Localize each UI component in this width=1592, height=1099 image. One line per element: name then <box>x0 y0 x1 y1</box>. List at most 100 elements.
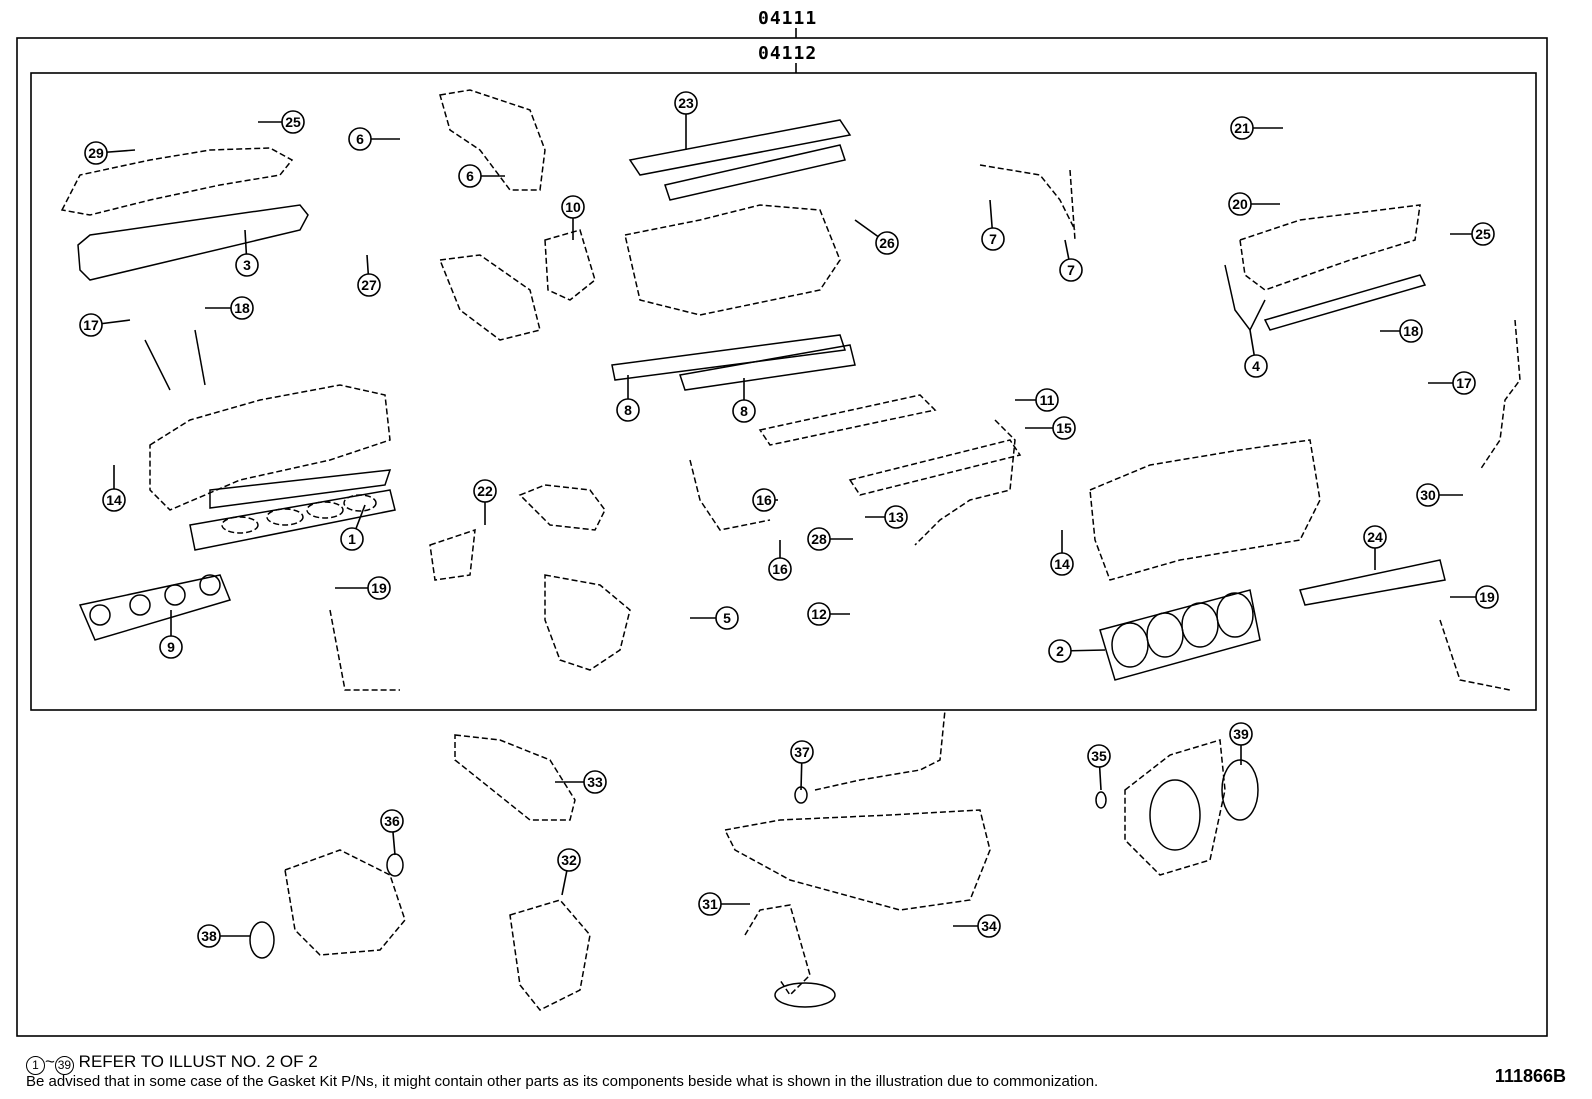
callout-15: 15 <box>1025 416 1076 440</box>
ref-separator: ~ <box>45 1052 55 1071</box>
callout-8: 8 <box>616 375 640 422</box>
callout-circle <box>583 770 607 794</box>
callout-circle <box>380 809 404 833</box>
callout-circle <box>79 313 103 337</box>
callout-circle <box>1244 354 1268 378</box>
callout-circle <box>981 227 1005 251</box>
callout-27: 27 <box>357 254 381 297</box>
callout-number: 7 <box>1067 262 1075 278</box>
callout-circle <box>1052 416 1076 440</box>
callout-circle <box>977 914 1001 938</box>
callout-circle <box>732 399 756 423</box>
callout-5: 5 <box>690 606 739 630</box>
callout-29: 29 <box>84 141 136 165</box>
callout-circle <box>357 273 381 297</box>
callout-number: 32 <box>561 852 577 868</box>
callout-28: 28 <box>807 527 853 551</box>
part-outlines <box>60 89 1521 1011</box>
callout-number: 16 <box>772 561 788 577</box>
callout-circle <box>1050 552 1074 576</box>
callout-38: 38 <box>197 924 250 948</box>
callout-circle <box>348 127 372 151</box>
callout-number: 6 <box>466 168 474 184</box>
callout-number: 5 <box>723 610 731 626</box>
callout-circle <box>557 848 581 872</box>
callout-10: 10 <box>561 195 585 240</box>
callout-circle <box>1035 388 1059 412</box>
kit-part-number-outer: 04111 <box>758 8 818 29</box>
callout-circle <box>1471 222 1495 246</box>
callout-3: 3 <box>235 229 259 277</box>
callout-circle <box>367 576 391 600</box>
commonization-note: Be advised that in some case of the Gask… <box>26 1073 1099 1090</box>
callout-number: 9 <box>167 639 175 655</box>
callout-number: 37 <box>794 744 810 760</box>
callout-circle <box>561 195 585 219</box>
callout-23: 23 <box>674 91 698 150</box>
callout-4: 4 <box>1244 329 1268 378</box>
callout-number: 14 <box>1054 556 1070 572</box>
callout-circle <box>473 479 497 503</box>
callout-11: 11 <box>1015 388 1059 412</box>
callout-circle <box>807 527 831 551</box>
callout-37: 37 <box>790 740 814 791</box>
callout-14: 14 <box>1050 530 1074 576</box>
callout-6: 6 <box>348 127 400 151</box>
callout-number: 27 <box>361 277 377 293</box>
callout-circle <box>807 602 831 626</box>
callout-20: 20 <box>1228 192 1280 216</box>
callout-circle <box>1228 192 1252 216</box>
callout-number: 39 <box>1233 726 1249 742</box>
callout-number: 19 <box>1479 589 1495 605</box>
callout-number: 18 <box>234 300 250 316</box>
callout-circle <box>616 398 640 422</box>
callout-circle <box>1452 371 1476 395</box>
callout-25: 25 <box>258 110 305 134</box>
callout-number: 3 <box>243 257 251 273</box>
callout-6: 6 <box>458 164 505 188</box>
callout-14: 14 <box>102 465 126 512</box>
callout-circle <box>1048 639 1072 663</box>
callout-circle <box>159 635 183 659</box>
callout-34: 34 <box>953 914 1001 938</box>
callout-circle <box>281 110 305 134</box>
callout-number: 13 <box>888 509 904 525</box>
callout-31: 31 <box>698 892 750 916</box>
callout-circle <box>1087 744 1111 768</box>
callout-number: 14 <box>106 492 122 508</box>
callout-number: 34 <box>981 918 997 934</box>
drawing-number: 111866B <box>1494 1066 1566 1086</box>
callout-7: 7 <box>1059 239 1083 282</box>
callout-number: 35 <box>1091 748 1107 764</box>
callout-number: 24 <box>1367 529 1383 545</box>
callout-12: 12 <box>807 602 850 626</box>
callout-circle <box>875 231 899 255</box>
ref-text: REFER TO ILLUST NO. 2 OF 2 <box>78 1052 318 1071</box>
callout-circle <box>1416 483 1440 507</box>
callout-9: 9 <box>159 610 183 659</box>
callout-13: 13 <box>865 505 908 529</box>
callout-circle <box>1363 525 1387 549</box>
callout-number: 15 <box>1056 420 1072 436</box>
callout-2: 2 <box>1048 639 1106 663</box>
callout-circle <box>84 141 108 165</box>
callout-1: 1 <box>340 504 366 551</box>
callout-number: 16 <box>756 492 772 508</box>
callout-number: 26 <box>879 235 895 251</box>
callout-30: 30 <box>1416 483 1463 507</box>
callout-circle <box>752 488 776 512</box>
callout-number: 19 <box>371 580 387 596</box>
callout-circle <box>102 488 126 512</box>
callout-number: 1 <box>348 531 356 547</box>
callout-number: 6 <box>356 131 364 147</box>
callout-number: 28 <box>811 531 827 547</box>
kit-04111-frame <box>16 37 1548 1037</box>
callout-number: 18 <box>1403 323 1419 339</box>
callout-22: 22 <box>473 479 497 525</box>
callout-39: 39 <box>1229 722 1253 765</box>
callout-circle <box>1059 258 1083 282</box>
callout-number: 10 <box>565 199 581 215</box>
callout-16: 16 <box>768 540 792 581</box>
callout-circle <box>197 924 221 948</box>
